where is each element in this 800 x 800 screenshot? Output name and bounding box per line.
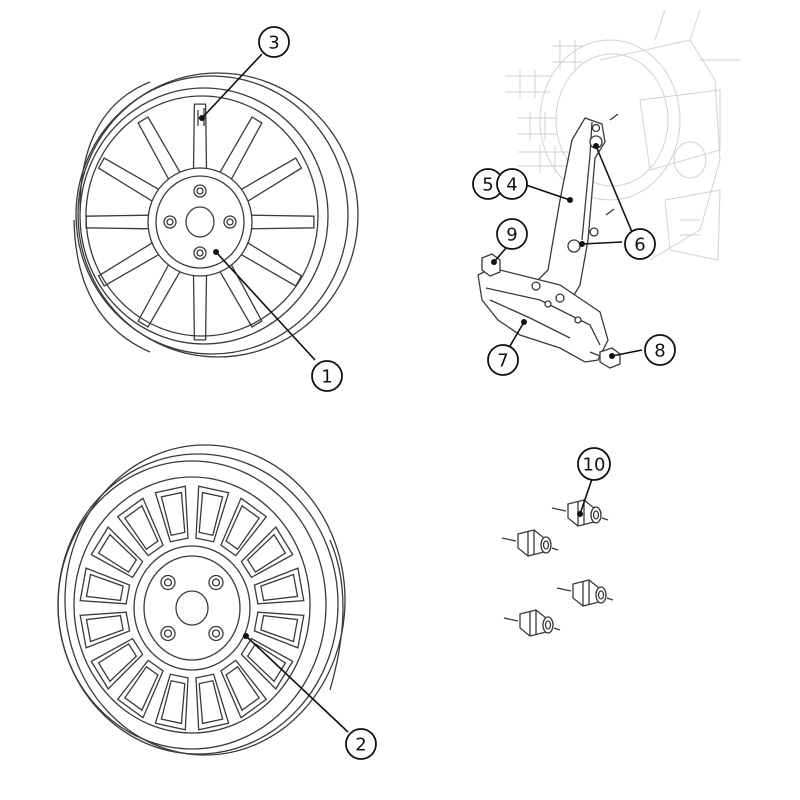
hub-assembly-background [505,9,740,261]
callout-8: 8 [644,334,676,366]
wheel-multi-window [57,444,346,756]
wheel-spoked [73,72,359,358]
leader-lines [199,53,643,733]
leader-2 [245,635,349,733]
leader-7 [509,321,525,347]
callout-label-2: 2 [355,735,366,756]
callout-6: 6 [624,228,656,260]
callout-label-8: 8 [654,341,665,362]
callout-2: 2 [345,728,377,760]
callout-9: 9 [496,218,528,250]
bracket-upright [527,117,606,311]
callout-1: 1 [311,360,343,392]
callout-label-7: 7 [497,351,508,372]
callout-3: 3 [258,26,290,58]
callout-label-9: 9 [506,225,517,246]
callout-4: 4 [496,168,528,200]
wheel-nuts [501,499,614,637]
leader-8 [611,349,643,357]
callout-label-3: 3 [268,33,279,54]
callout-label-10: 10 [583,455,606,476]
leader-6a [595,145,633,233]
callout-7: 7 [487,344,519,376]
leader-6b [581,241,623,245]
leader-4 [522,183,571,201]
leader-10 [579,478,593,515]
leader-9 [493,247,507,263]
leader-3 [201,53,263,119]
callout-10: 10 [577,447,611,481]
leader-1 [215,251,316,361]
callout-label-6: 6 [634,235,645,256]
callout-label-5: 5 [482,175,493,196]
callout-label-1: 1 [321,367,332,388]
callout-label-4: 4 [506,175,517,196]
